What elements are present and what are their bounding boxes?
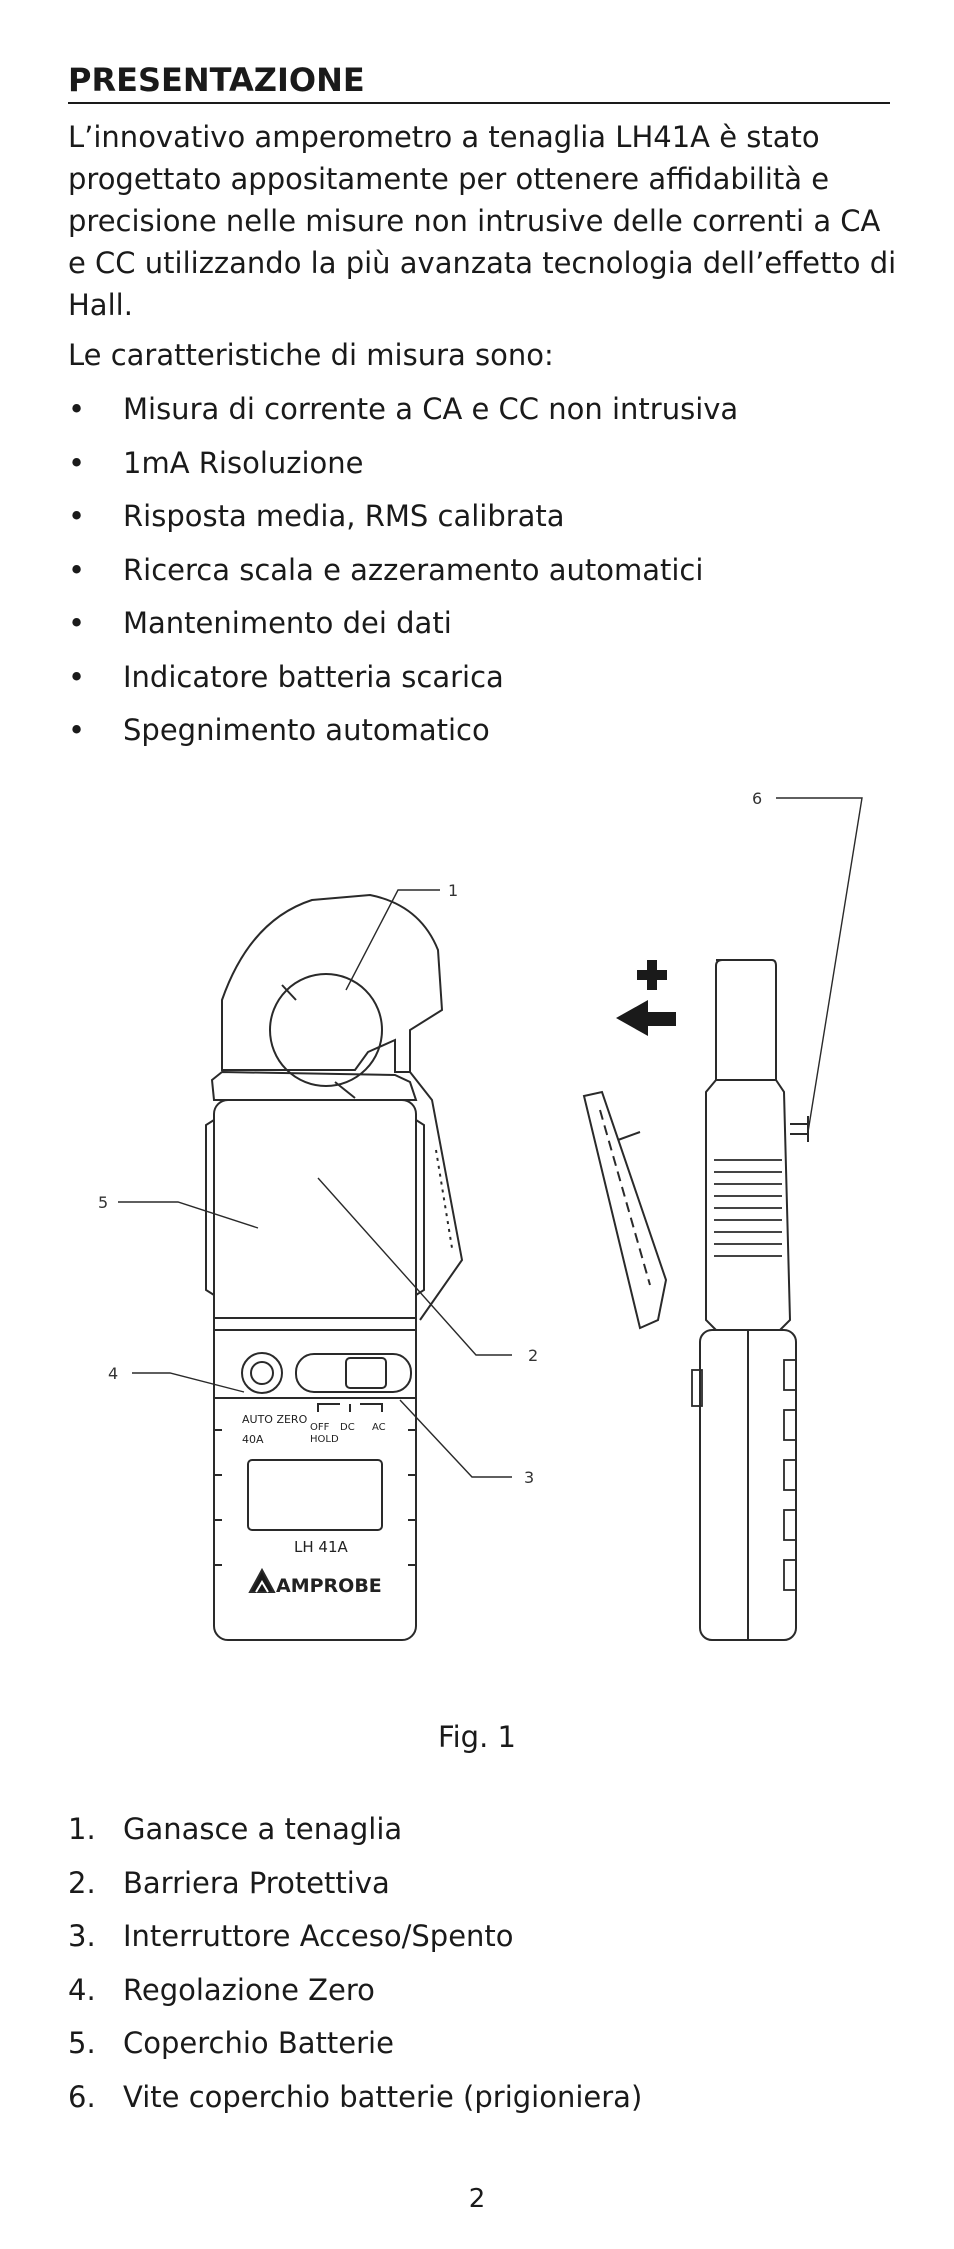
feature-text: Mantenimento dei dati [123,606,452,640]
part-label: Barriera Protettiva [123,1865,390,1900]
label-hold: HOLD [310,1434,339,1445]
part-label: Coperchio Batterie [123,2026,394,2060]
part-number: 5. [68,2026,96,2060]
callout-2: 2 [528,1346,538,1365]
callout-leaders [118,797,863,1478]
figure-caption: Fig. 1 [438,1720,516,1754]
label-auto-zero: AUTO ZERO [242,1413,308,1426]
meter-body-drawing [213,1099,417,1641]
part-label: Ganasce a tenaglia [123,1812,403,1846]
clamp-meter-figure: 1 2 3 4 5 6 AUTO ZERO 40A OFF DC AC HOLD… [98,789,863,1641]
front-view [205,893,464,1641]
part-label: Regolazione Zero [123,1972,375,2007]
bullet: • [68,392,86,426]
plus-icon [637,960,667,990]
label-ac: AC [372,1422,386,1433]
callout-6: 6 [752,789,762,808]
bullet: • [68,499,86,533]
part-number: 6. [68,2079,96,2114]
label-brand: AMPROBE [276,1575,382,1597]
feature-text: Ricerca scala e azzeramento automatici [123,552,704,587]
callout-5: 5 [98,1193,108,1212]
feature-text: Indicatore batteria scarica [123,659,504,694]
label-dc: DC [340,1422,355,1433]
feature-text: 1mA Risoluzione [123,445,364,480]
page-number: 2 [468,2184,486,2214]
callout-1: 1 [448,881,458,900]
bullet: • [68,713,86,747]
part-number: 1. [68,1812,96,1846]
part-number: 3. [68,1919,96,1953]
bullet: • [68,445,86,480]
bullet: • [68,552,86,587]
side-view [582,959,809,1641]
bullet: • [68,659,86,694]
callout-3: 3 [524,1468,534,1487]
feature-text: Spegnimento automatico [123,713,490,747]
bullet: • [68,606,86,640]
features-lead: Le caratteristiche di misura sono: [68,338,554,372]
part-number: 2. [68,1865,96,1900]
jaw-opening [269,973,383,1087]
zero-adjust-dial-drawing [241,1352,283,1394]
part-label: Interruttore Acceso/Spento [123,1919,514,1953]
intro-paragraph: L’innovativo amperometro a tenaglia LH41… [68,120,897,322]
part-number: 4. [68,1972,96,2007]
protective-barrier-drawing [210,1070,418,1101]
feature-text: Misura di corrente a CA e CC non intrusi… [123,392,739,426]
label-off: OFF [310,1422,330,1433]
power-switch-drawing [295,1353,412,1393]
arrow-left-icon [616,1000,676,1036]
captive-screw-drawing [790,1116,809,1142]
section-heading: PRESENTAZIONE [68,60,890,104]
label-range: 40A [242,1433,264,1446]
label-model: LH 41A [294,1538,348,1556]
lcd-display-drawing [247,1459,383,1531]
feature-text: Risposta media, RMS calibrata [123,499,565,533]
clamp-jaws-drawing [221,893,444,1073]
part-label: Vite coperchio batterie (prigioniera) [123,2079,643,2114]
callout-4: 4 [108,1364,118,1383]
